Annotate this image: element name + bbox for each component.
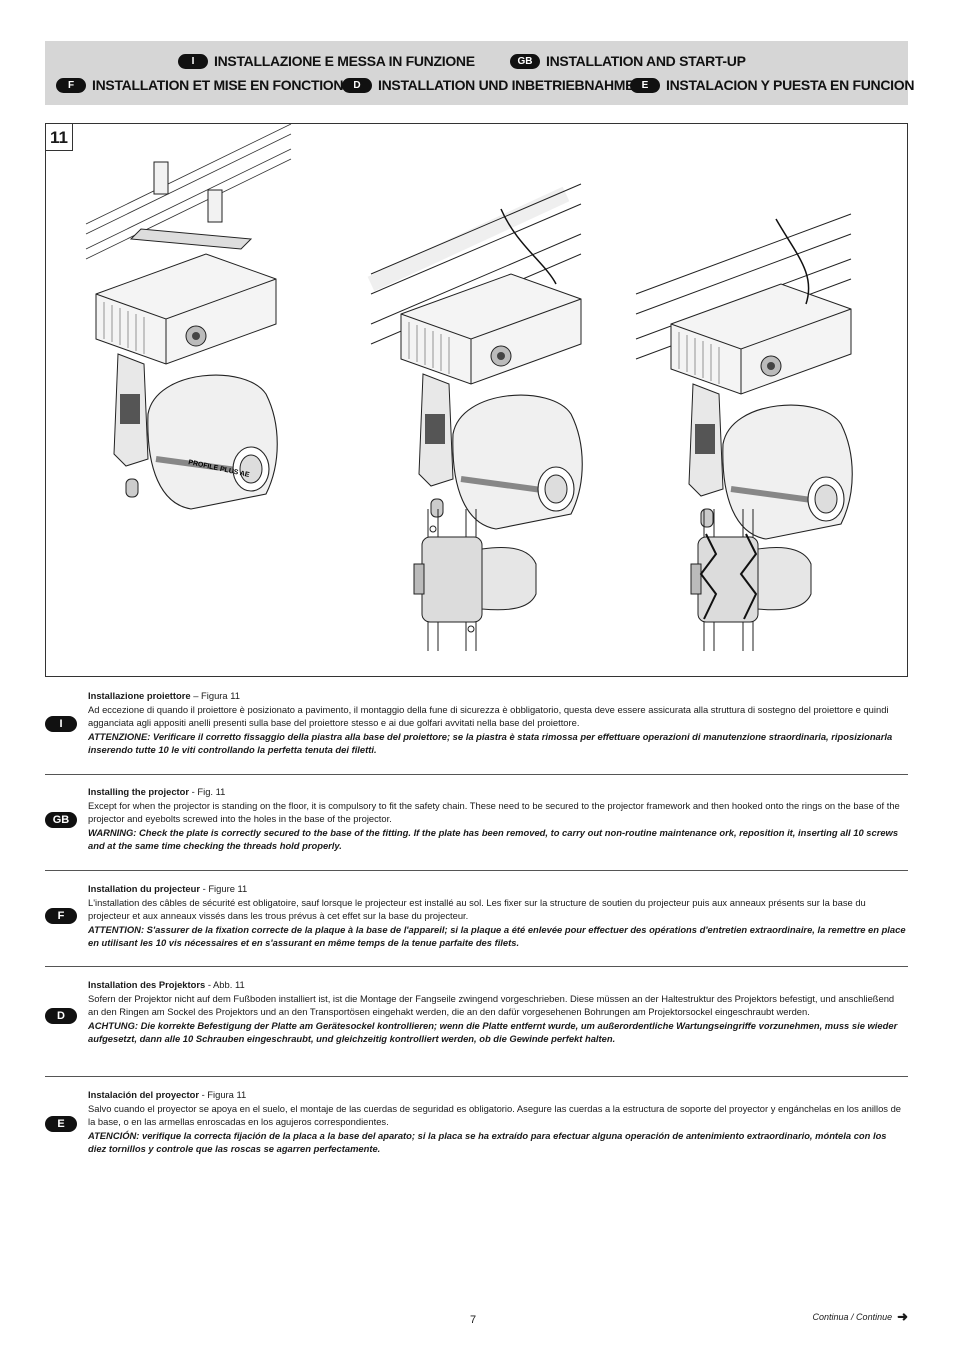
section-warning: ATTENZIONE: Verificare il corretto fissa… <box>88 730 893 756</box>
section-divider <box>45 966 908 967</box>
header-title-d: D INSTALLATION UND INBETRIEBNAHME <box>342 77 634 93</box>
header-title-text: INSTALLATION UND INBETRIEBNAHME <box>378 77 635 93</box>
section-text: Installing the projector - Fig. 11 Excep… <box>88 785 906 853</box>
language-badge-d: D <box>45 1008 77 1024</box>
section-french: F Installation du projecteur - Figure 11… <box>45 882 908 954</box>
section-text: Instalación del proyector - Figura 11 Sa… <box>88 1088 906 1156</box>
language-badge-d: D <box>342 77 372 93</box>
section-german: D Installation des Projektors - Abb. 11 … <box>45 978 908 1064</box>
section-ref: - Abb. 11 <box>205 979 245 990</box>
section-ref: – Figura 11 <box>190 690 240 701</box>
projector-on-truss-safety-chain <box>635 213 852 539</box>
section-body: Sofern der Projektor nicht auf dem Fußbo… <box>88 992 895 1018</box>
section-divider <box>45 774 908 775</box>
section-text: Installazione proiettore – Figura 11 Ad … <box>88 689 906 757</box>
section-ref: - Figure 11 <box>200 883 248 894</box>
section-warning: WARNING: Check the plate is correctly se… <box>88 826 899 852</box>
language-badge-gb: GB <box>45 812 77 828</box>
header-band: I INSTALLAZIONE E MESSA IN FUNZIONE GB I… <box>45 41 914 105</box>
header-title-text: INSTALACION Y PUESTA EN FUNCION <box>666 77 915 93</box>
section-spanish: E Instalación del proyector - Figura 11 … <box>45 1088 908 1160</box>
language-badge-i: I <box>45 716 77 732</box>
header-title-i: I INSTALLAZIONE E MESSA IN FUNZIONE <box>178 53 475 69</box>
clamp-detail-1 <box>413 509 537 651</box>
projector-on-truss-clamps <box>367 183 582 529</box>
header-title-text: INSTALLATION ET MISE EN FONCTION <box>92 77 344 93</box>
section-title: Installation des Projektors <box>88 979 206 990</box>
section-english: GB Installing the projector - Fig. 11 Ex… <box>45 785 908 857</box>
installation-illustration: PROFILE PLUS AE <box>85 124 907 651</box>
language-badge-f: F <box>45 908 77 924</box>
header-title-text: INSTALLATION AND START-UP <box>546 53 746 69</box>
header-title-f: F INSTALLATION ET MISE EN FONCTION <box>56 77 344 93</box>
section-body: Ad eccezione di quando il proiettore è p… <box>88 703 889 729</box>
section-italian: I Installazione proiettore – Figura 11 A… <box>45 689 908 761</box>
continue-label: Continua / Continue <box>812 1312 893 1322</box>
language-badge-e: E <box>630 77 660 93</box>
section-text: Installation du projecteur - Figure 11 L… <box>88 882 906 950</box>
section-divider <box>45 870 908 871</box>
language-badge-gb: GB <box>510 53 540 69</box>
arrow-right-icon: ➜ <box>897 1309 908 1324</box>
section-warning: ACHTUNG: Die korrekte Befestigung der Pl… <box>88 1019 898 1045</box>
clamp-detail-2 <box>690 509 812 651</box>
section-ref: - Figura 11 <box>198 1089 247 1100</box>
header-title-text: INSTALLAZIONE E MESSA IN FUNZIONE <box>214 53 475 69</box>
language-badge-f: F <box>56 77 86 93</box>
section-body: L'installation des câbles de sécurité es… <box>88 896 866 922</box>
projector-with-brackets: PROFILE PLUS AE <box>85 124 292 509</box>
figure-number: 11 <box>46 124 73 151</box>
section-title: Instalación del proyector <box>88 1089 199 1100</box>
header-title-e: E INSTALACION Y PUESTA EN FUNCION <box>630 77 914 93</box>
section-warning: ATTENTION: S'assurer de la fixation corr… <box>88 923 906 949</box>
section-ref: - Fig. 11 <box>189 786 226 797</box>
section-divider <box>45 1076 908 1077</box>
section-title: Installing the projector <box>88 786 190 797</box>
section-body: Except for when the projector is standin… <box>88 799 900 825</box>
figure-11: PROFILE PLUS AE <box>45 123 908 677</box>
language-badge-i: I <box>178 53 208 69</box>
continue-link[interactable]: Continua / Continue ➜ <box>813 1309 908 1325</box>
page-number: 7 <box>470 1314 477 1326</box>
section-title: Installazione proiettore <box>88 690 191 701</box>
section-warning: ATENCIÓN: verifique la correcta fijación… <box>88 1129 887 1155</box>
section-text: Installation des Projektors - Abb. 11 So… <box>88 978 906 1046</box>
language-badge-e: E <box>45 1116 77 1132</box>
section-body: Salvo cuando el proyector se apoya en el… <box>88 1102 902 1128</box>
header-title-gb: GB INSTALLATION AND START-UP <box>510 53 746 69</box>
section-title: Installation du projecteur <box>88 883 200 894</box>
